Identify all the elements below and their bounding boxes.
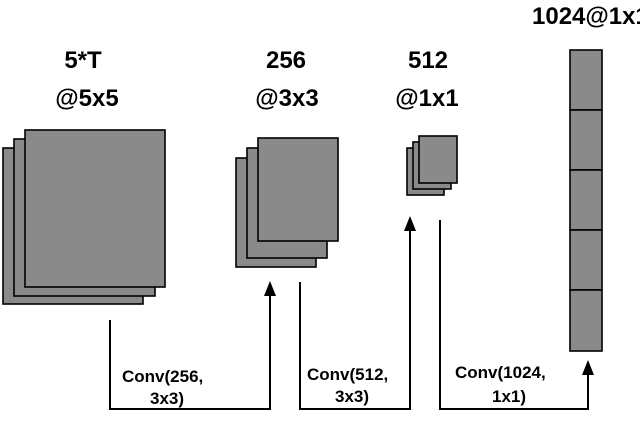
feature-map-5x5 <box>2 129 166 305</box>
feature-vector-cell-4 <box>569 229 603 291</box>
conv3-arrowhead-icon <box>582 360 594 375</box>
conv2-connector-arrow <box>299 216 416 410</box>
conv2-label-line1: Conv(512, <box>307 365 388 384</box>
conv1-label-line2: 3x3) <box>150 389 184 408</box>
feature-map-5x5-sheet-front <box>24 129 166 288</box>
feature-vector-cell-3 <box>569 169 603 231</box>
layer1-title-line1: 5*T <box>64 47 102 74</box>
feature-vector-cell-2 <box>569 109 603 171</box>
conv3-label-line2: 1x1) <box>492 387 526 406</box>
conv1-connector-arrow <box>109 281 276 410</box>
layer4-title: 1024@1x1 <box>532 3 640 30</box>
conv3-label-line1: Conv(1024, <box>455 363 546 382</box>
conv1-connector-line <box>109 291 271 410</box>
feature-vector-cell-5 <box>569 289 603 352</box>
conv3-connector-arrow <box>439 220 594 410</box>
feature-map-1x1 <box>406 135 458 196</box>
feature-map-1x1-sheet-front <box>418 135 458 184</box>
layer3-title-line1: 512 <box>408 47 448 74</box>
feature-vector-1024 <box>569 49 603 352</box>
feature-map-3x3 <box>235 137 339 268</box>
conv2-label-line2: 3x3) <box>335 387 369 406</box>
conv1-label-line1: Conv(256, <box>122 367 203 386</box>
layer2-title-line2: @3x3 <box>255 85 318 112</box>
feature-vector-cell-1 <box>569 49 603 111</box>
conv3-connector-line <box>439 220 589 410</box>
feature-map-3x3-sheet-front <box>257 137 339 242</box>
layer3-title-line2: @1x1 <box>395 85 458 112</box>
layer1-title-line2: @5x5 <box>55 85 118 112</box>
conv1-arrowhead-icon <box>264 281 276 296</box>
layer2-title-line1: 256 <box>266 47 306 74</box>
conv2-connector-line <box>299 226 411 410</box>
conv2-arrowhead-icon <box>404 216 416 231</box>
